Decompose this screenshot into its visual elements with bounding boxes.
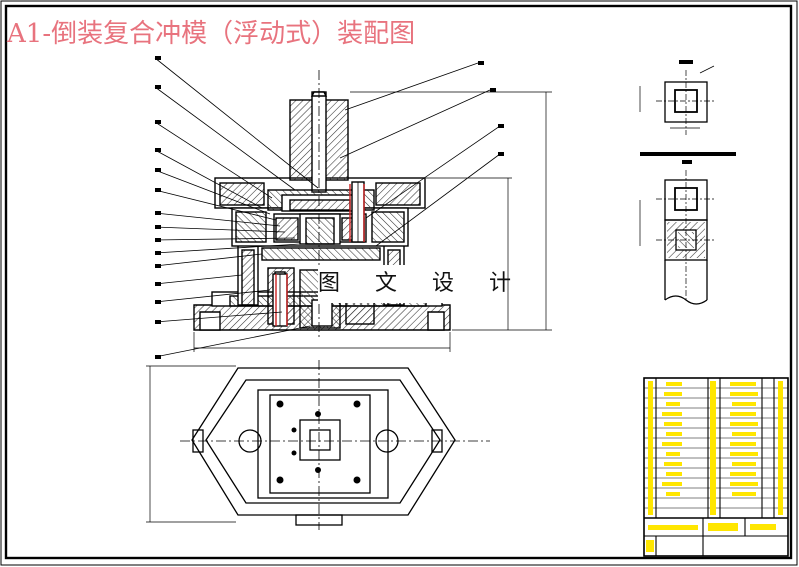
plan-centerlines xyxy=(180,360,490,530)
inner-border xyxy=(4,4,793,560)
screw-markers xyxy=(275,184,365,326)
plan-dimensions xyxy=(146,365,236,523)
part-detail-views xyxy=(639,65,715,305)
watermark-label: 图 文 设 计 xyxy=(318,265,511,303)
title-block-entries xyxy=(646,381,783,552)
dimension-lines xyxy=(193,91,552,352)
plan-view-holes xyxy=(276,400,361,484)
page-title: A1-倒装复合冲模（浮动式）装配图 xyxy=(7,19,416,49)
part-leader-tags xyxy=(155,56,504,359)
title-block xyxy=(643,377,789,557)
part-leaders xyxy=(154,57,501,358)
part-detail-centerlines xyxy=(656,70,716,300)
plan-view xyxy=(191,367,456,526)
part-detail-notes xyxy=(640,60,736,164)
